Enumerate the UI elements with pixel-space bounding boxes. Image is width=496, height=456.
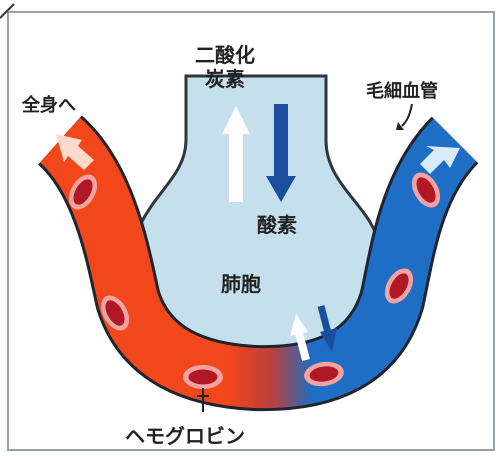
co2-label-line: 二酸化 — [195, 43, 255, 67]
alveolus-label: 肺胞 — [221, 272, 261, 296]
to-body-label: 全身へ — [21, 94, 76, 116]
capillary-label: 毛細血管 — [366, 80, 438, 102]
oxygen-label: 酸素 — [257, 213, 297, 237]
capillary-leader — [396, 104, 412, 130]
co2-label-line: 炭素 — [205, 67, 245, 91]
red-blood-cell — [183, 365, 223, 389]
hemoglobin-label: ヘモグロビン — [125, 424, 245, 448]
